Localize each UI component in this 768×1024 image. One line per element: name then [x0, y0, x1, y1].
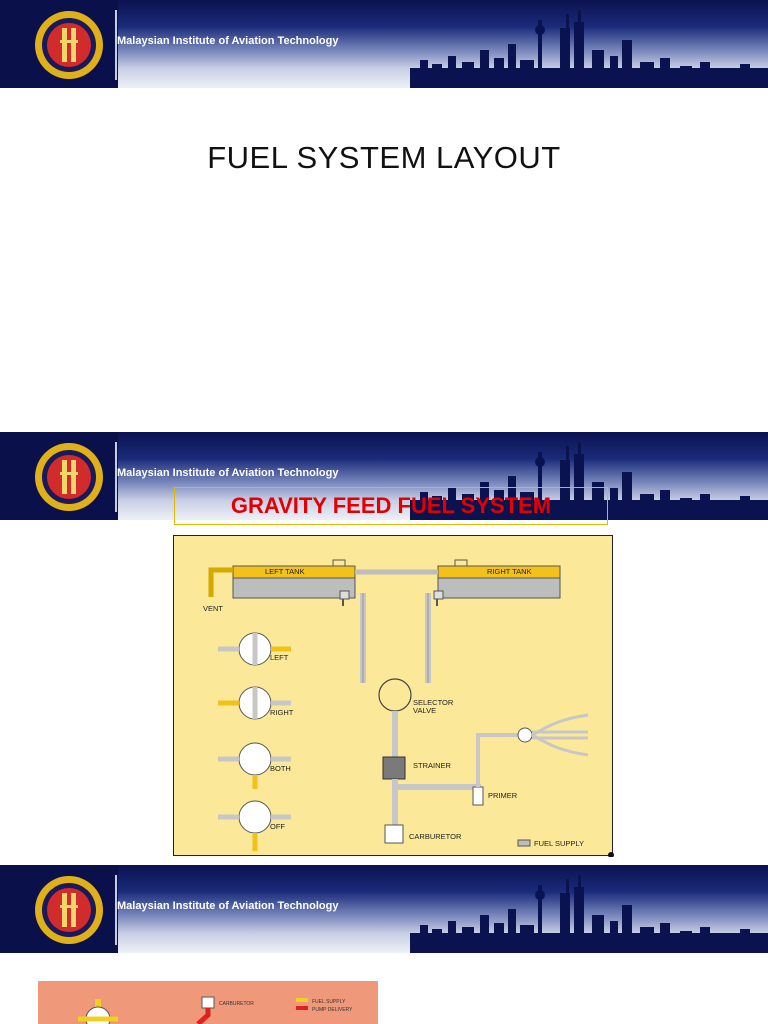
diagram-title: GRAVITY FEED FUEL SYSTEM	[174, 487, 608, 525]
selector-right-position	[218, 686, 291, 720]
skyline-icon	[410, 10, 768, 88]
primer	[472, 786, 484, 806]
gravity-feed-diagram: LEFT TANK RIGHT TANK VENT SELECTOR VALVE…	[173, 535, 614, 857]
legend-pump-delivery-swatch	[296, 1006, 308, 1010]
institute-seal-icon	[35, 876, 103, 944]
strainer	[382, 756, 406, 780]
selector-valve-label-1: SELECTOR	[413, 698, 454, 707]
legend-pump-delivery: PUMP DELIVERY	[312, 1007, 353, 1013]
banner-separator	[115, 442, 117, 512]
institute-name: Malaysian Institute of Aviation Technolo…	[117, 900, 339, 912]
legend-fuel-supply-swatch	[517, 839, 531, 847]
carburetor-label: CARBURETOR	[219, 1001, 254, 1007]
pump-feed-diagram: CARBURETOR FUEL SUPPLY PUMP DELIVERY	[38, 981, 378, 1024]
strainer-label: STRAINER	[413, 761, 452, 770]
legend-fuel-supply: FUEL SUPPLY	[312, 999, 346, 1005]
selector-both-position	[218, 742, 291, 789]
institute-name: Malaysian Institute of Aviation Technolo…	[117, 467, 339, 479]
institute-seal-icon	[35, 11, 103, 79]
right-tank-label: RIGHT TANK	[487, 567, 532, 576]
banner-separator	[115, 10, 117, 80]
selector-off-label: OFF	[270, 822, 285, 831]
legend-fuel-supply-swatch	[296, 998, 308, 1002]
header-banner: Malaysian Institute of Aviation Technolo…	[0, 0, 768, 88]
vent-pipe	[208, 567, 233, 597]
selector-both-label: BOTH	[270, 764, 291, 773]
institute-seal-icon	[35, 443, 103, 511]
banner-separator	[115, 875, 117, 945]
left-tank	[232, 565, 356, 599]
header-banner: Malaysian Institute of Aviation Technolo…	[0, 865, 768, 953]
carburetor	[201, 996, 215, 1009]
vent-label: VENT	[203, 604, 223, 613]
carburetor-label: CARBURETOR	[409, 832, 462, 841]
institute-name: Malaysian Institute of Aviation Technolo…	[117, 35, 339, 47]
slide-title: FUEL SYSTEM LAYOUT	[207, 140, 561, 175]
selector-left-position	[218, 632, 291, 666]
selector-valve	[378, 678, 412, 712]
skyline-icon	[410, 875, 768, 953]
selector-off-position	[218, 800, 291, 851]
primer-label: PRIMER	[488, 791, 518, 800]
selector-valve-label-2: VALVE	[413, 706, 436, 715]
left-tank-label: LEFT TANK	[265, 567, 305, 576]
right-tank	[437, 565, 561, 599]
selector-left-label: LEFT	[270, 653, 289, 662]
carburetor	[384, 824, 404, 844]
header-banner: Malaysian Institute of Aviation Technolo…	[0, 432, 768, 520]
selector-right-label: RIGHT	[270, 708, 294, 717]
legend-fuel-supply: FUEL SUPPLY	[534, 839, 584, 848]
primer-manifold	[517, 727, 533, 743]
resize-handle[interactable]	[608, 852, 614, 857]
